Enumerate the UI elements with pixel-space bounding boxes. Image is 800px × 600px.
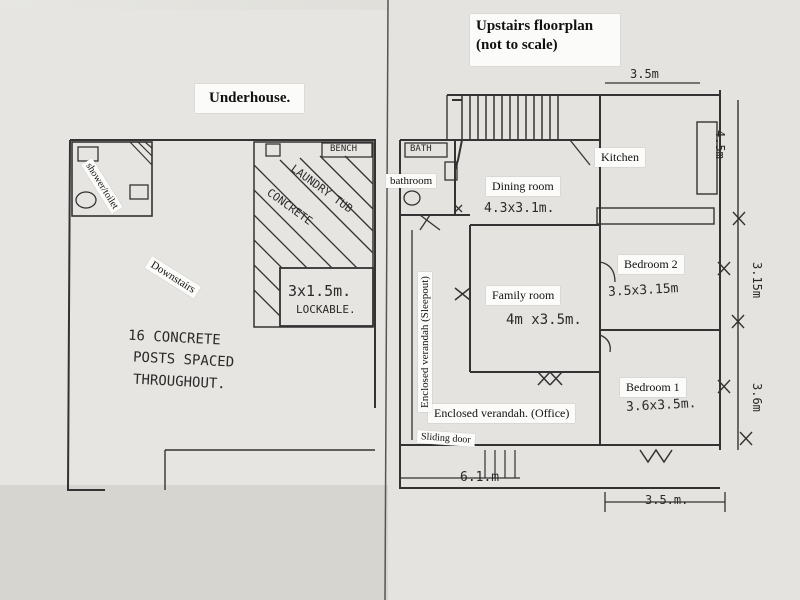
family-room-label: Family room bbox=[486, 286, 561, 305]
upstairs-title-line1: Upstairs floorplan bbox=[476, 18, 594, 34]
dining-dims: 4.3x3.1m. bbox=[484, 201, 555, 216]
kitchen-depth-dim: 4.5m bbox=[713, 130, 727, 159]
underhouse-title: Underhouse. bbox=[195, 84, 305, 113]
bedroom2-label: Bedroom 2 bbox=[618, 255, 684, 274]
lockable-store bbox=[279, 267, 374, 327]
upstairs-title: Upstairs floorplan (not to scale) bbox=[470, 14, 620, 66]
bottom-right-width-dim: 3.5.m. bbox=[645, 493, 689, 507]
bottom-width-dim: 6.1.m bbox=[460, 470, 500, 485]
sheet-divider bbox=[384, 0, 389, 600]
underhouse-outline-top bbox=[70, 139, 376, 408]
dining-room-label: Dining room bbox=[486, 177, 560, 196]
kitchen-label: Kitchen bbox=[595, 148, 645, 167]
family-dims: 4m x3.5m. bbox=[506, 312, 582, 328]
top-width-dim: 3.5m bbox=[630, 67, 659, 81]
laundry-area bbox=[253, 141, 374, 328]
lockable-text: LOCKABLE. bbox=[296, 303, 356, 316]
bathroom-label: bathroom bbox=[386, 174, 437, 188]
lockable-dims: 3x1.5m. bbox=[288, 282, 352, 300]
bath-small-text: BATH bbox=[410, 144, 432, 154]
office-verandah-label: Enclosed verandah. (Office) bbox=[428, 404, 576, 423]
underhouse-outline-left bbox=[66, 139, 105, 491]
sleepout-verandah-label: Enclosed verandah (Sleepout) bbox=[418, 272, 432, 412]
upstairs-outer-left-bottom bbox=[399, 140, 720, 489]
bench-text: BENCH bbox=[330, 144, 358, 154]
bedroom1-label: Bedroom 1 bbox=[620, 378, 686, 397]
bedroom2-side-dim: 3.15m bbox=[750, 262, 764, 299]
upstairs-title-line2: (not to scale) bbox=[476, 37, 558, 53]
shower-toilet-room bbox=[71, 141, 153, 217]
paper-bottom-fold bbox=[0, 485, 388, 600]
stairs bbox=[461, 95, 559, 140]
bedroom1-side-dim: 3.6m bbox=[750, 383, 764, 412]
